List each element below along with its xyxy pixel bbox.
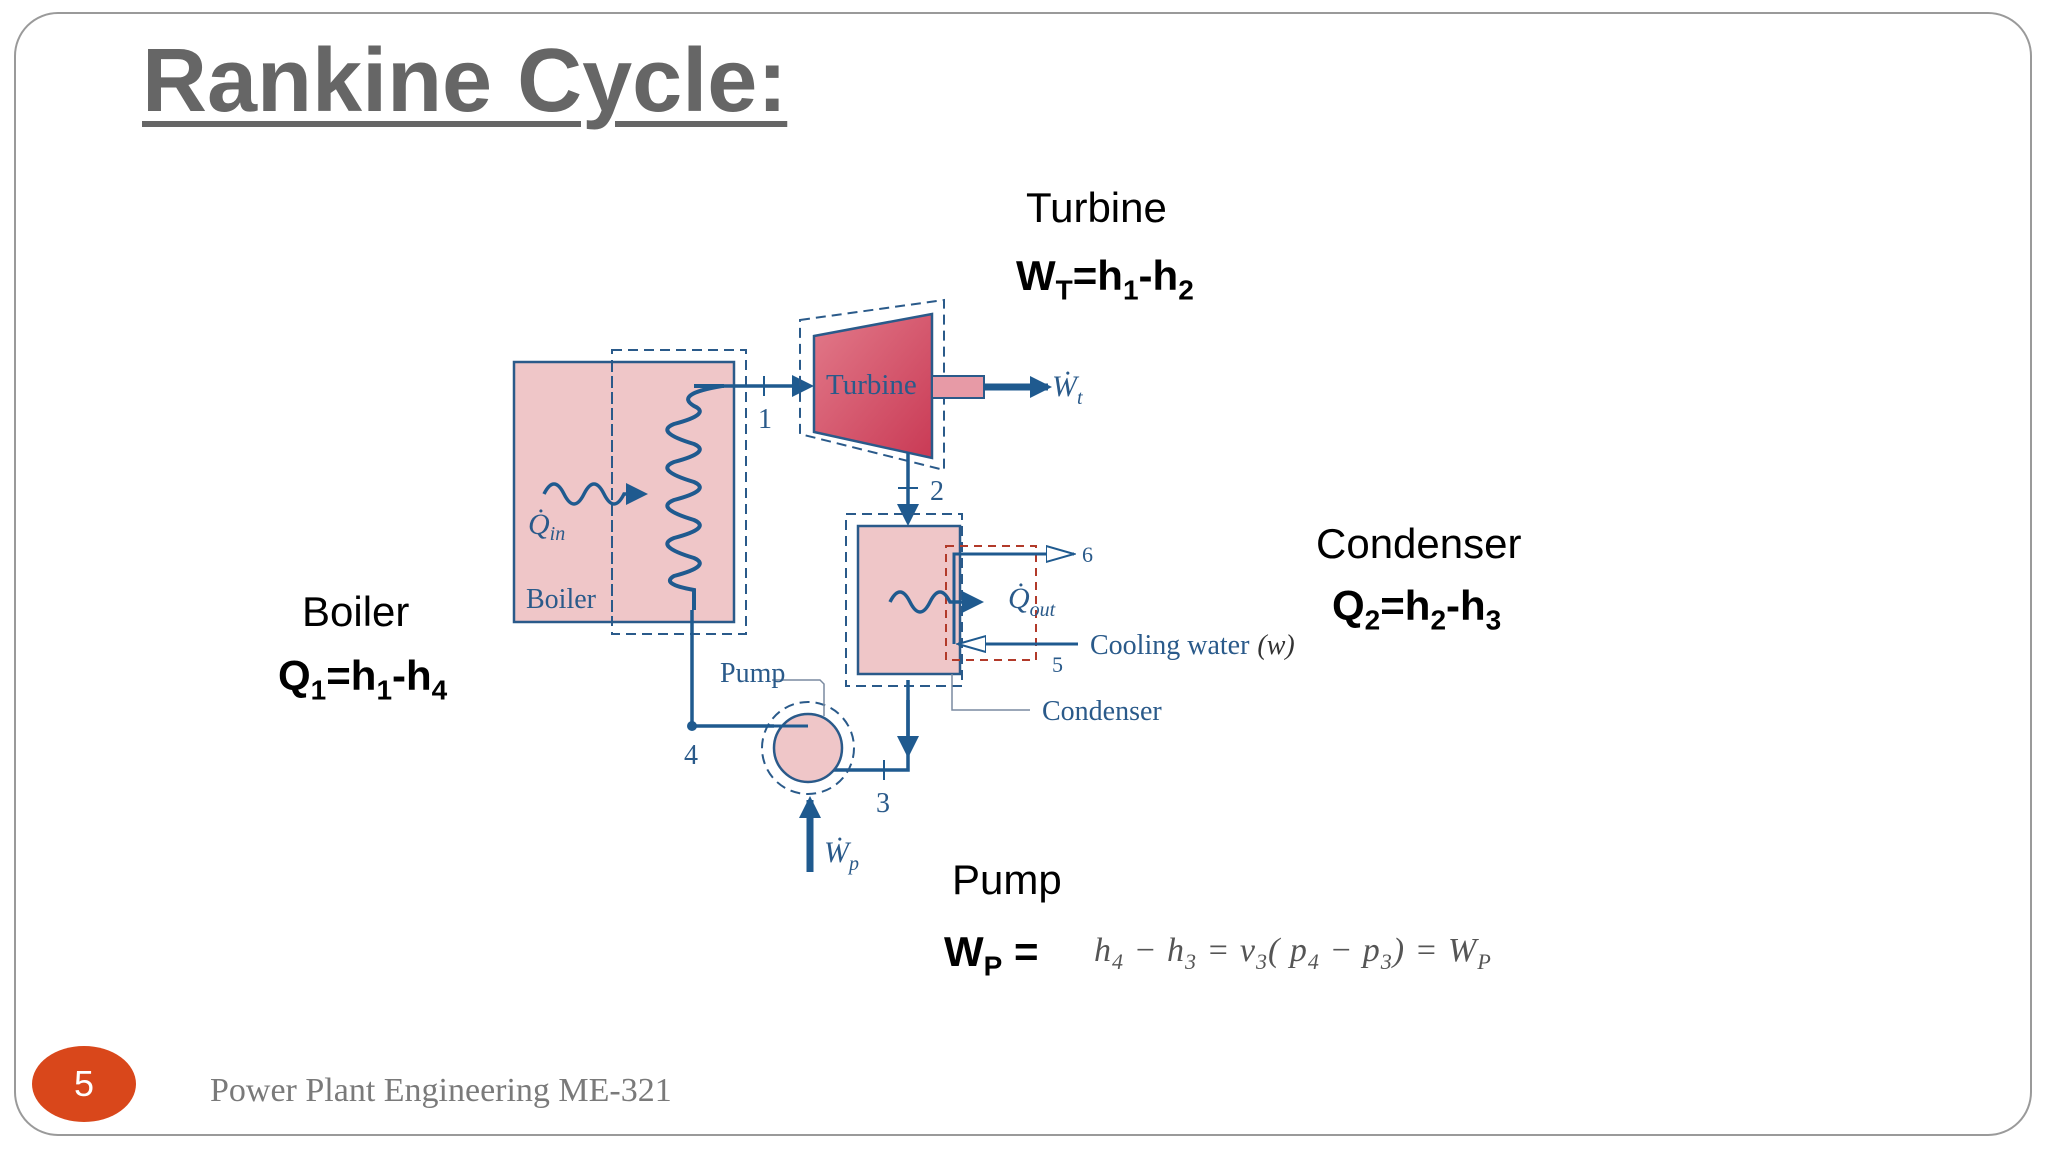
cooling-water-control-volume xyxy=(945,545,1037,661)
condenser-label: Condenser xyxy=(1316,520,1522,567)
heat-out-wave xyxy=(888,590,984,614)
formula-part: ( p xyxy=(1268,932,1308,969)
eq-part: W xyxy=(1016,252,1056,299)
turbine: Turbine Ẇt xyxy=(799,298,1083,472)
pump-equation: WP = xyxy=(944,928,1039,982)
page-number-badge: 5 xyxy=(32,1046,136,1122)
eq-sub: 2 xyxy=(1178,274,1194,306)
formula-part: ) = W xyxy=(1392,932,1478,969)
cooling-water-symbol: (w) xyxy=(1257,630,1294,661)
slide-frame xyxy=(14,12,2032,1136)
boiler-equation: Q1=h1-h4 xyxy=(278,652,447,706)
boiler: Q̇in Boiler xyxy=(512,349,747,635)
formula-sub: 4 xyxy=(1307,948,1320,974)
wp-symbol: Ẇp xyxy=(824,836,859,875)
eq-part: -h xyxy=(1138,252,1179,299)
diagram-pump-label: Pump xyxy=(720,658,785,689)
formula-part: − p xyxy=(1319,932,1381,969)
cooling-water-out xyxy=(952,554,1074,644)
qout-symbol-text: Q̇ xyxy=(1008,582,1030,615)
formula-sub: 3 xyxy=(1256,948,1268,974)
eq-part: -h xyxy=(1446,582,1486,629)
eq-part: -h xyxy=(392,652,432,699)
wp-symbol-text: Ẇ xyxy=(824,836,852,869)
turbine-control-volume xyxy=(799,298,945,472)
cooling-water-text: Cooling water xyxy=(1090,630,1250,661)
qin-symbol: Q̇in xyxy=(528,508,565,545)
pump-leader-line xyxy=(772,679,825,716)
state-5-label: 5 xyxy=(1052,652,1063,677)
eq-sub: 2 xyxy=(1430,604,1447,636)
formula-part: = v xyxy=(1196,932,1256,969)
footer-text: Power Plant Engineering ME-321 xyxy=(210,1072,672,1109)
pump-control-volume xyxy=(761,701,855,795)
state-4-node xyxy=(687,721,697,731)
formula-sub: 3 xyxy=(1184,948,1197,974)
eq-part: W xyxy=(944,928,984,975)
state-1-label: 1 xyxy=(758,404,772,435)
boiler-coil xyxy=(665,384,724,610)
qout-symbol: Q̇out xyxy=(1008,582,1056,621)
diagram-condenser-label: Condenser xyxy=(1042,696,1162,727)
diagram-boiler-label: Boiler xyxy=(526,584,597,615)
wt-symbol: Ẇt xyxy=(1052,370,1083,409)
eq-sub: 4 xyxy=(431,674,448,706)
eq-sub: 1 xyxy=(310,674,327,706)
eq-sub: 2 xyxy=(1364,604,1381,636)
condenser: Q̇out 6 5 Cooling water(w) Condenser xyxy=(845,513,1295,727)
slide-title: Rankine Cycle: xyxy=(142,31,788,131)
formula-part: h xyxy=(1094,932,1112,969)
cooling-water-label: Cooling water(w) xyxy=(1090,630,1295,661)
pump: Pump Ẇp xyxy=(720,658,859,875)
turbine-equation: WT=h1-h2 xyxy=(1016,252,1194,306)
state-4-label: 4 xyxy=(684,740,698,771)
wt-subscript: t xyxy=(1077,387,1083,409)
formula-sub: 4 xyxy=(1112,948,1124,974)
pump-body xyxy=(772,712,844,784)
formula-sub: P xyxy=(1477,948,1492,974)
eq-part: =h xyxy=(1072,252,1123,299)
pump-label: Pump xyxy=(952,856,1062,903)
wp-subscript: p xyxy=(847,853,859,875)
eq-sub: T xyxy=(1055,274,1073,306)
qin-subscript: in xyxy=(550,523,566,545)
eq-sub: 1 xyxy=(1122,274,1139,306)
eq-part: =h xyxy=(326,652,377,699)
heat-in-wave xyxy=(542,482,648,506)
wt-symbol-text: Ẇ xyxy=(1052,370,1080,403)
eq-part: Q xyxy=(1332,582,1365,629)
eq-sub: 1 xyxy=(376,674,393,706)
turbine-body xyxy=(812,312,934,460)
eq-part: Q xyxy=(278,652,311,699)
turbine-shaft xyxy=(931,375,985,399)
qin-symbol-text: Q̇ xyxy=(528,508,550,541)
eq-part: = xyxy=(1002,928,1039,975)
state-6-label: 6 xyxy=(1082,542,1093,567)
condenser-leader-line xyxy=(951,674,1030,711)
diagram-turbine-label: Turbine xyxy=(826,369,917,401)
state-2-label: 2 xyxy=(930,476,944,507)
eq-sub: 3 xyxy=(1485,604,1502,636)
qout-subscript: out xyxy=(1030,599,1056,621)
formula-part: − h xyxy=(1124,932,1185,969)
pump-work-formula: h4 − h3 = v3( p4 − p3) = WP xyxy=(1094,932,1492,975)
boiler-label: Boiler xyxy=(302,588,410,635)
formula-sub: 3 xyxy=(1380,948,1393,974)
condenser-equation: Q2=h2-h3 xyxy=(1332,582,1501,636)
state-3-label: 3 xyxy=(876,788,890,819)
eq-part: =h xyxy=(1380,582,1431,629)
turbine-label: Turbine xyxy=(1026,184,1167,231)
eq-sub: P xyxy=(983,950,1003,982)
